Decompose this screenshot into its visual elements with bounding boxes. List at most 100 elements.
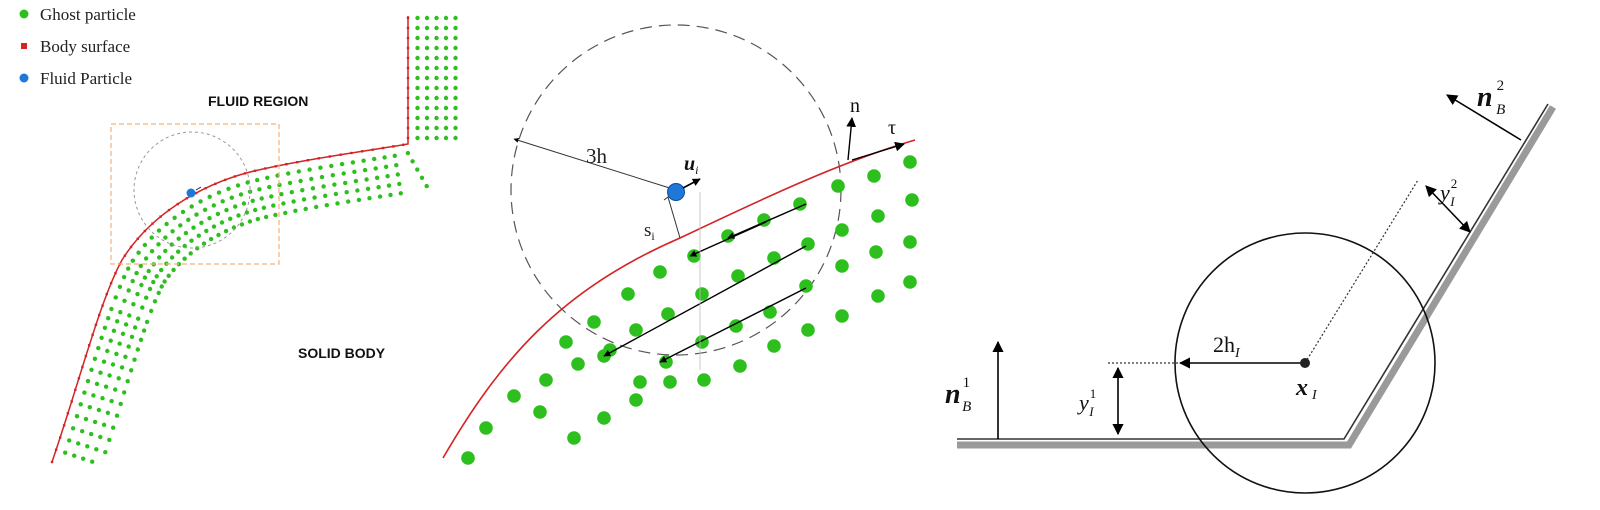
- ghost-particle: [199, 220, 204, 225]
- surface-marker: [91, 333, 94, 336]
- ghost-particle: [801, 237, 815, 251]
- ghost-particle: [136, 250, 141, 255]
- ghost-particle: [149, 235, 154, 240]
- surface-marker: [70, 400, 73, 403]
- ghost-particle: [92, 356, 98, 361]
- surface-marker: [74, 388, 77, 391]
- ghost-particle: [453, 125, 458, 131]
- ghost-particle: [293, 208, 298, 213]
- ghost-particle: [216, 190, 222, 195]
- ghost-particle: [533, 405, 547, 419]
- ghost-particle: [105, 410, 111, 415]
- ghost-particle: [236, 213, 241, 218]
- ghost-particle: [353, 178, 359, 184]
- ghost-particle: [629, 323, 643, 337]
- ghost-particle: [250, 198, 255, 203]
- normal-arrow: [846, 117, 857, 161]
- ghost-particle: [255, 177, 260, 183]
- ghost-particle: [239, 222, 245, 227]
- ghost-particle: [835, 259, 849, 273]
- ghost-particle: [443, 85, 449, 91]
- ghost-particle: [176, 249, 181, 254]
- ghost-particle: [208, 236, 214, 242]
- ghost-particle: [110, 362, 116, 367]
- ghost-particle: [121, 274, 127, 280]
- ghost-particle-band: [62, 15, 458, 464]
- ghost-particle: [314, 204, 319, 210]
- ghost-particle: [122, 298, 127, 303]
- ghost-particle: [291, 199, 296, 204]
- ghost-particle: [152, 299, 158, 304]
- ghost-particle: [142, 275, 148, 280]
- ghost-particle: [207, 216, 212, 221]
- ghost-particle: [415, 45, 420, 51]
- ghost-particle: [434, 115, 439, 121]
- ghost-particle: [395, 172, 400, 177]
- surface-marker: [406, 86, 410, 90]
- ghost-particle: [443, 125, 449, 131]
- ghost-particle: [303, 206, 308, 212]
- ghost-particle: [559, 335, 573, 349]
- surface-marker: [151, 222, 154, 225]
- surface-marker: [105, 292, 108, 296]
- ghost-particle: [386, 183, 392, 188]
- surface-marker: [361, 150, 364, 153]
- legend: Ghost particle Body surface Fluid Partic…: [19, 5, 136, 88]
- mirror-arrow: [659, 287, 807, 363]
- ghost-particle: [653, 265, 667, 279]
- ghost-particle: [109, 306, 114, 312]
- ghost-particle: [164, 221, 169, 227]
- surface-marker: [204, 187, 207, 190]
- ghost-particle: [109, 398, 114, 404]
- ghost-particle: [255, 216, 260, 222]
- ghost-particle: [85, 378, 91, 384]
- surface-marker: [406, 96, 410, 100]
- ghost-particle: [70, 426, 76, 431]
- ghost-particle: [125, 379, 130, 384]
- surface-marker: [402, 143, 405, 146]
- wall-corner: [957, 103, 1549, 440]
- surface-marker: [406, 126, 410, 130]
- legend-surface-label: Body surface: [40, 37, 130, 56]
- ghost-particle: [434, 135, 439, 141]
- ghost-particle: [903, 235, 917, 249]
- ghost-particle: [424, 125, 430, 131]
- ghost-particle: [182, 256, 187, 261]
- ghost-particle: [443, 25, 449, 31]
- kernel-circle-small: [133, 131, 251, 249]
- legend-surface-marker: [21, 43, 27, 49]
- ghost-particle: [663, 375, 677, 389]
- ghost-particle: [424, 65, 430, 71]
- ghost-particle: [101, 422, 107, 427]
- ghost-particle: [127, 313, 132, 318]
- ghost-particle: [434, 105, 439, 111]
- ghost-particle: [114, 413, 120, 418]
- ghost-particle: [223, 228, 229, 234]
- ghost-particle: [415, 35, 420, 41]
- ghost-particle: [394, 163, 399, 168]
- ghost-particle: [171, 267, 176, 273]
- ghost-particle: [163, 235, 168, 240]
- ghost-particle: [94, 381, 100, 387]
- ghost-particle: [621, 287, 635, 301]
- mirror-arrow: [727, 203, 807, 239]
- ghost-particle: [196, 233, 201, 238]
- surface-marker: [129, 245, 133, 249]
- ghost-particle: [329, 163, 334, 169]
- normal-2-arrow: [1446, 94, 1522, 141]
- ghost-particle: [257, 187, 262, 192]
- ghost-particle: [479, 421, 493, 435]
- ghost-particle: [434, 95, 439, 101]
- mirror-arrow: [603, 245, 807, 357]
- ghost-particle: [376, 185, 381, 190]
- surface-marker: [371, 148, 374, 151]
- ghost-particle: [189, 204, 194, 209]
- tangent-label: τ: [888, 117, 896, 139]
- surface-marker: [406, 106, 410, 110]
- ghost-particle: [767, 339, 781, 353]
- surface-marker: [406, 46, 410, 50]
- ghost-particle: [198, 199, 203, 204]
- surface-marker: [50, 460, 54, 464]
